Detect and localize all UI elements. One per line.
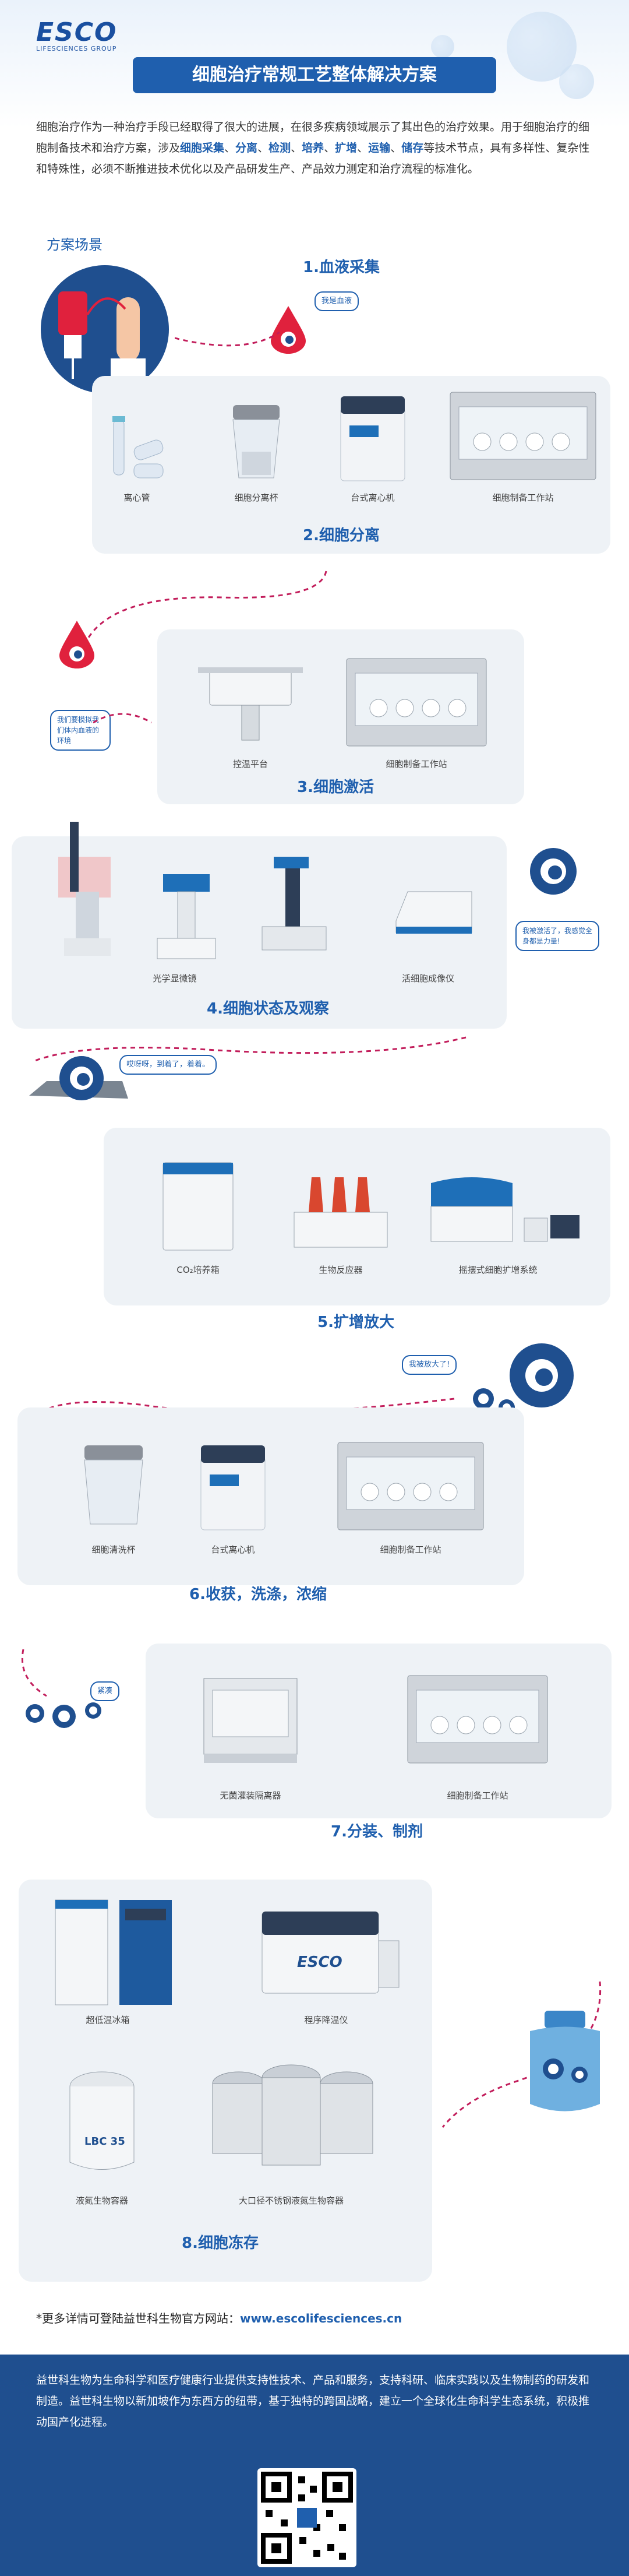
equipment-caption: 超低温冰箱 bbox=[86, 2015, 130, 2025]
equipment-caption: 细胞制备工作站 bbox=[447, 1790, 508, 1801]
flow-path bbox=[441, 1981, 602, 2128]
equipment-caption: 台式离心机 bbox=[211, 1544, 255, 1555]
logo-mark: ESCO bbox=[36, 17, 118, 47]
keyword: 运输 bbox=[368, 142, 391, 154]
blood-drop-mascot-icon bbox=[271, 306, 306, 354]
equipment-caption: CO₂培养箱 bbox=[176, 1265, 220, 1275]
flow-path bbox=[34, 1036, 467, 1062]
website-note: *更多详情可登陆益世科生物官方网站：www.escolifesciences.c… bbox=[36, 2309, 402, 2326]
storage-jar-mascot-icon bbox=[530, 2011, 600, 2112]
rocking-cell-expansion-system-icon bbox=[430, 1177, 579, 1242]
esco-logo: ESCO LIFESCIENCES GROUP bbox=[36, 17, 117, 52]
equipment-caption: 细胞制备工作站 bbox=[492, 492, 554, 503]
step7-title: 7.分装、制剂 bbox=[331, 1823, 423, 1840]
centrifuge-tube-icon bbox=[112, 416, 164, 478]
speech-bubble: 哎呀呀，到着了，着着。 bbox=[119, 1055, 217, 1075]
eyeball-mascot-icon bbox=[29, 1056, 128, 1100]
decorative-bubble bbox=[559, 64, 594, 99]
step2-title: 2.细胞分离 bbox=[303, 527, 380, 544]
separator: 、 bbox=[357, 142, 369, 154]
keyword: 扩增 bbox=[335, 142, 358, 154]
benchtop-centrifuge-icon bbox=[200, 1445, 266, 1530]
benchtop-centrifuge-icon bbox=[340, 396, 405, 481]
separator: 、 bbox=[224, 142, 236, 154]
keyword: 检测 bbox=[268, 142, 291, 154]
equipment-caption: 细胞分离杯 bbox=[234, 492, 278, 503]
equipment-caption: 液氮生物容器 bbox=[75, 2195, 128, 2206]
large-stainless-liquid-nitrogen-container-icon bbox=[212, 2064, 373, 2166]
programmed-cooler-icon: ESCO bbox=[262, 1911, 400, 1994]
qr-code-icon[interactable] bbox=[257, 2468, 356, 2567]
separator: 、 bbox=[291, 142, 302, 154]
optical-microscope-icon bbox=[262, 857, 327, 951]
equipment-caption: 细胞制备工作站 bbox=[380, 1544, 441, 1555]
equipment-caption: 活细胞成像仪 bbox=[401, 973, 454, 984]
keyword: 培养 bbox=[302, 142, 324, 154]
website-note-prefix: *更多详情可登陆益世科生物官方网站： bbox=[36, 2311, 240, 2325]
eyeball-mascot-icon bbox=[530, 848, 577, 895]
cell-washing-cup-icon bbox=[84, 1445, 143, 1525]
step5-title: 5.扩增放大 bbox=[317, 1314, 394, 1331]
equipment-caption: 离心管 bbox=[123, 492, 150, 503]
step1-title: 1.血液采集 bbox=[303, 259, 380, 276]
website-link[interactable]: www.escolifesciences.cn bbox=[240, 2311, 402, 2325]
company-description: 益世科生物为生命科学和医疗健康行业提供支持性技术、产品和服务，支持科研、临床实践… bbox=[36, 2374, 590, 2429]
equipment-caption: 程序降温仪 bbox=[304, 2015, 348, 2025]
equipment-caption: 摇摆式细胞扩增系统 bbox=[458, 1265, 538, 1275]
liquid-nitrogen-container-icon: LBC 35 bbox=[69, 2071, 135, 2170]
equipment-caption: 细胞清洗杯 bbox=[91, 1544, 136, 1555]
flow-path bbox=[80, 571, 327, 653]
live-cell-imager-icon bbox=[395, 891, 472, 934]
step4-title: 4.细胞状态及观察 bbox=[207, 1000, 329, 1018]
speech-bubble: 我被激活了，我感觉全身都是力量! bbox=[515, 921, 599, 951]
page-title: 细胞治疗常规工艺整体解决方案 bbox=[133, 57, 496, 93]
cell-prep-workstation-icon bbox=[346, 658, 487, 747]
cell-separation-cup-icon bbox=[232, 405, 280, 478]
decorative-bubble bbox=[431, 35, 454, 58]
keyword: 储存 bbox=[401, 142, 424, 154]
equipment-caption: 台式离心机 bbox=[351, 492, 395, 503]
blood-cell-mascots-icon bbox=[21, 1649, 101, 1728]
step3-title: 3.细胞激活 bbox=[297, 779, 374, 796]
speech-bubble: 我是血液 bbox=[314, 291, 359, 311]
esco-device-logo: ESCO bbox=[297, 1954, 342, 1971]
optical-microscope-icon bbox=[157, 874, 216, 959]
aseptic-filling-isolator-icon bbox=[203, 1678, 298, 1763]
cell-prep-workstation-icon bbox=[450, 392, 596, 480]
intro-paragraph: 细胞治疗作为一种治疗手段已经取得了很大的进展，在很多疾病领域展示了其出色的治疗效… bbox=[36, 117, 593, 180]
cell-prep-workstation-icon bbox=[407, 1675, 548, 1764]
cell-prep-workstation-icon bbox=[337, 1442, 484, 1530]
keyword: 分离 bbox=[235, 142, 258, 154]
step8-title: 8.细胞冻存 bbox=[182, 2234, 259, 2252]
equipment-caption: 无菌灌装隔离器 bbox=[220, 1790, 281, 1801]
equipment-caption: 细胞制备工作站 bbox=[386, 759, 447, 769]
eyeball-mascot-icon bbox=[473, 1343, 574, 1416]
flow-path bbox=[93, 713, 152, 724]
tank-label: LBC 35 bbox=[84, 2135, 125, 2148]
speech-bubble: 我们要模拟我们体内血液的环境 bbox=[50, 710, 111, 751]
intro-text-2: 等技术节点，具有多样性、复杂性和特殊性，必须不断推进技术优化以及产品研发生产、产… bbox=[36, 142, 590, 175]
separator: 、 bbox=[324, 142, 335, 154]
optical-microscope-icon bbox=[58, 822, 111, 956]
ultra-low-freezer-icon bbox=[55, 1899, 172, 2005]
blood-drop-mascot-icon bbox=[59, 621, 94, 668]
speech-bubble: 紧凑 bbox=[90, 1681, 120, 1701]
temperature-control-platform-icon bbox=[198, 667, 303, 741]
separator: 、 bbox=[390, 142, 402, 154]
scene-label: 方案场景 bbox=[47, 237, 103, 253]
logo-subtitle: LIFESCIENCES GROUP bbox=[36, 45, 117, 52]
co2-incubator-icon bbox=[162, 1162, 234, 1251]
speech-bubble: 我被放大了! bbox=[402, 1355, 457, 1375]
separator: 、 bbox=[257, 142, 269, 154]
equipment-caption: 光学显微镜 bbox=[153, 973, 197, 984]
intro-text-1: 细胞治疗作为一种治疗手段已经取得了很大的进展，在很多疾病领域展示了其出色的治疗效… bbox=[36, 121, 590, 154]
flow-path bbox=[175, 331, 280, 347]
keyword: 细胞采集 bbox=[180, 142, 225, 154]
equipment-caption: 大口径不锈钢液氮生物容器 bbox=[238, 2195, 344, 2206]
step6-title: 6.收获，洗涤，浓缩 bbox=[189, 1586, 327, 1603]
equipment-caption: 控温平台 bbox=[232, 759, 268, 769]
bioreactor-icon bbox=[294, 1177, 388, 1248]
equipment-caption: 生物反应器 bbox=[319, 1265, 363, 1275]
